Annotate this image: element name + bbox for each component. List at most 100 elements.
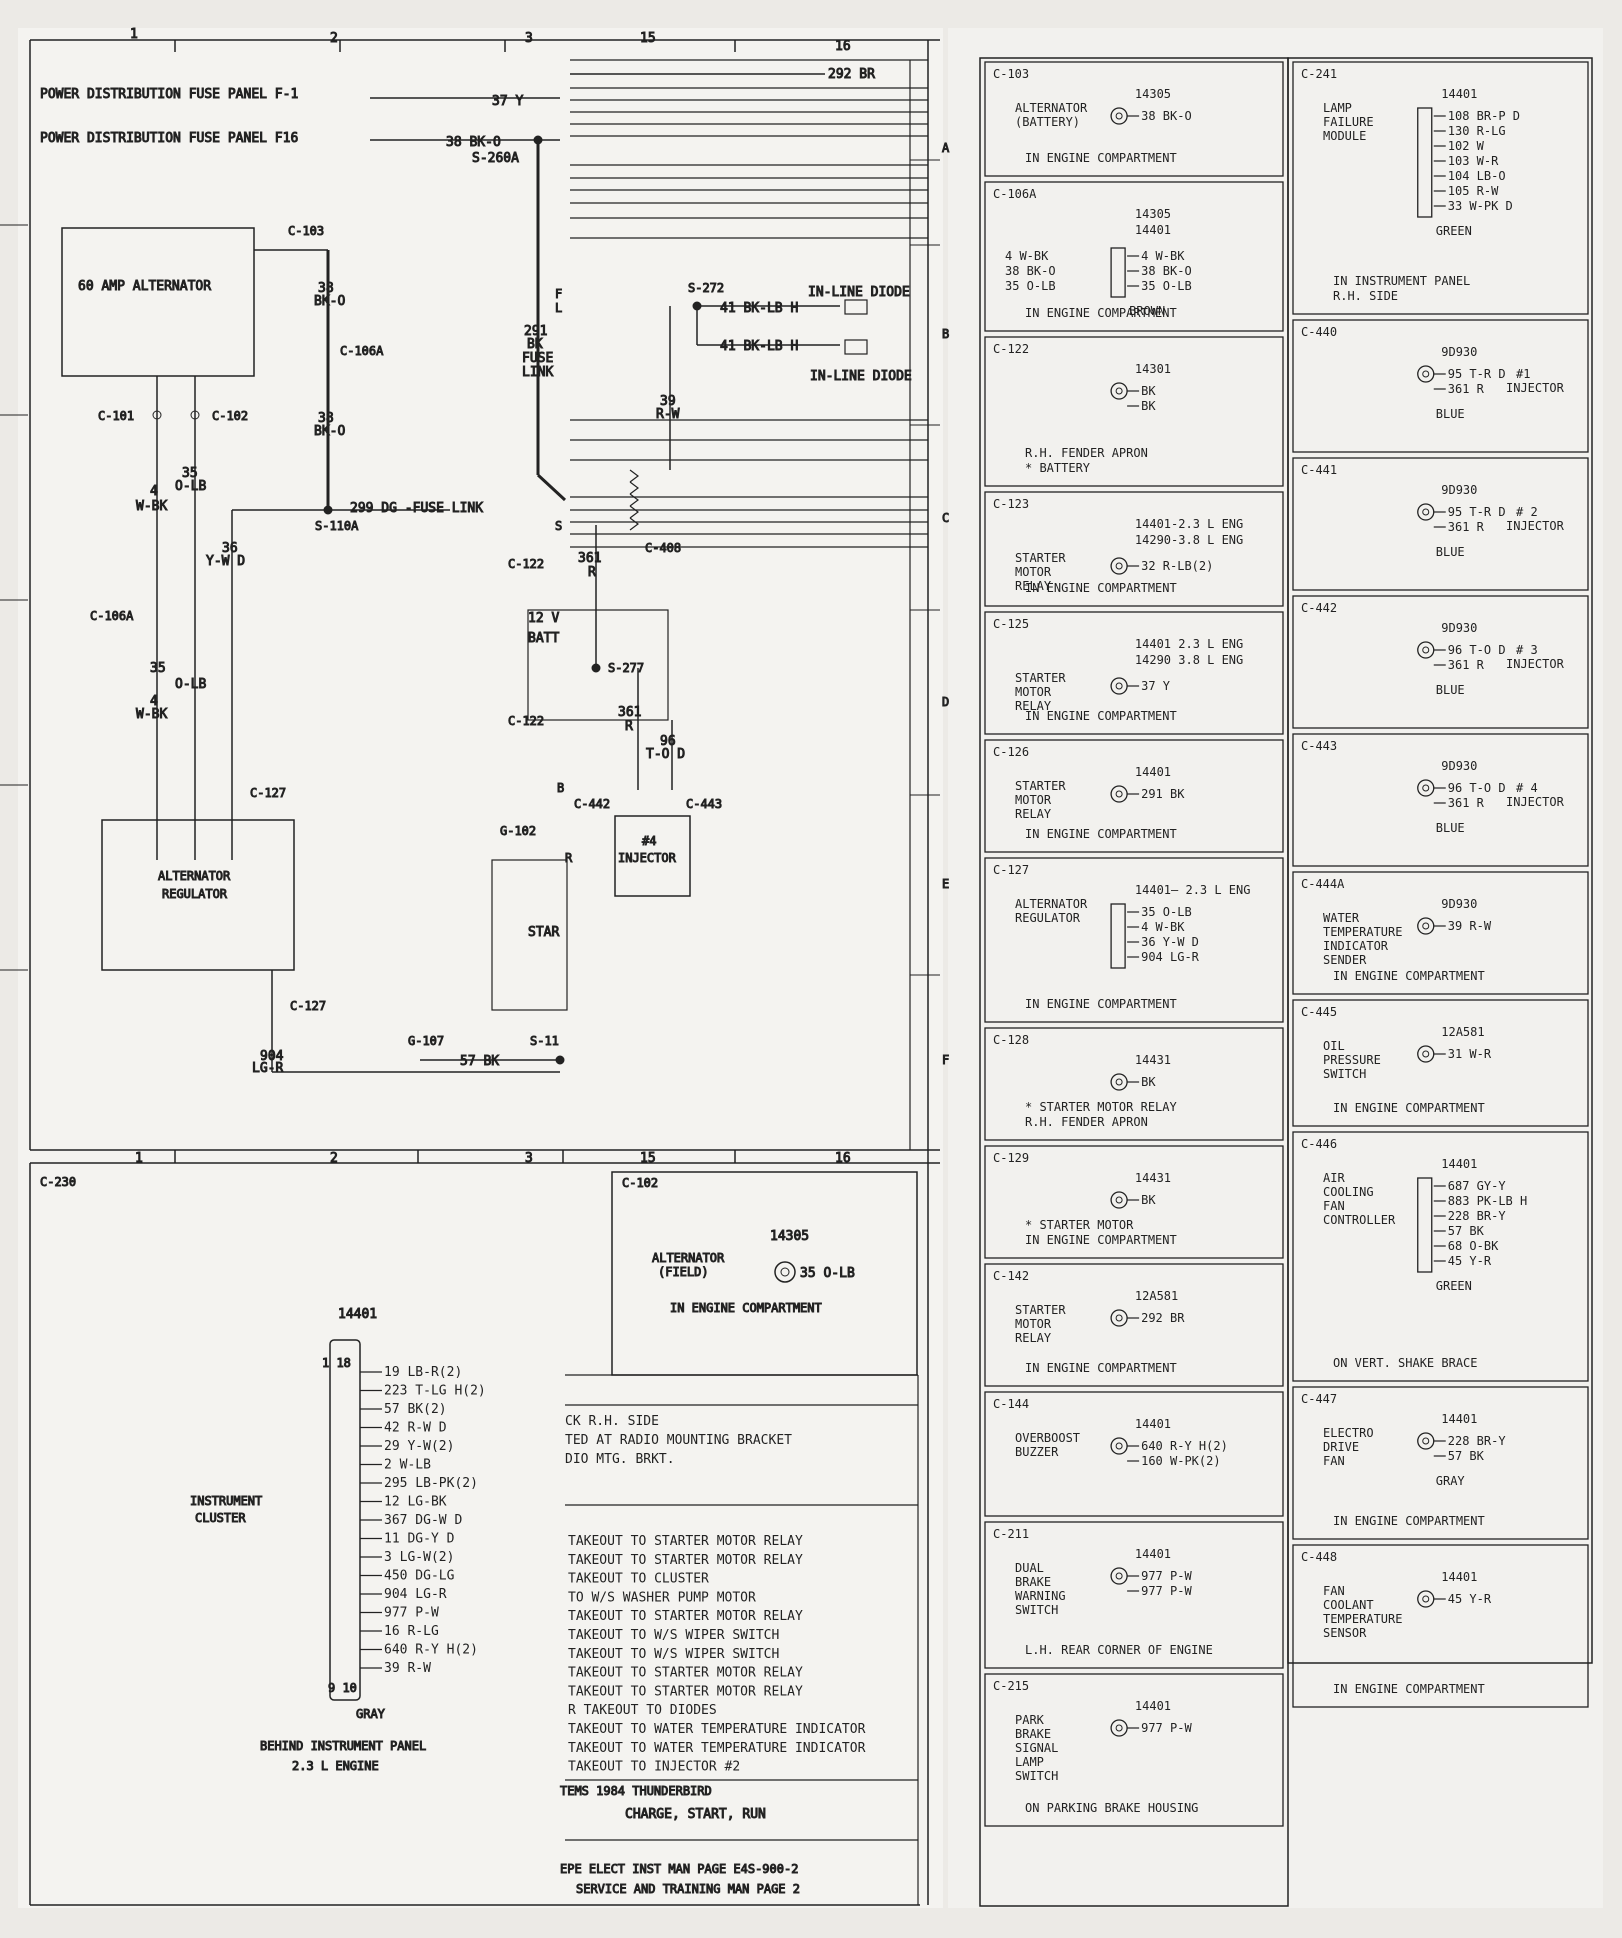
wire-291-2: BK — [527, 337, 543, 352]
connector-symbol — [1417, 1177, 1446, 1273]
connector-id: C-106A — [993, 187, 1037, 201]
starter-label: STAR — [528, 925, 559, 940]
wire-96-color: T-O D — [646, 747, 685, 762]
connector-wire-0: 45 Y-R — [1448, 1592, 1492, 1606]
mid-column-frame — [979, 57, 1289, 1907]
wire-38a: 38 — [318, 281, 334, 296]
connector-wire-0: 291 BK — [1141, 787, 1185, 801]
wire-292-label: 292 BR — [828, 67, 875, 82]
connector-name-line: MODULE — [1323, 129, 1366, 143]
wire-39: 39 — [660, 394, 676, 409]
connector-symbol — [1417, 365, 1446, 390]
c230-wire-13: 977 P-W — [384, 1606, 439, 1621]
note1-line-2: DIO MTG. BRKT. — [565, 1452, 675, 1467]
diode-1-symbol — [844, 299, 868, 315]
connector-name-line: OVERBOOST — [1015, 1431, 1080, 1445]
connector-wire-1: 4 W-BK — [1141, 920, 1185, 934]
note2-line-7: TAKEOUT TO STARTER MOTOR RELAY — [568, 1666, 803, 1681]
wire-35c: 35 — [150, 661, 166, 676]
wire-291-1: 291 — [524, 324, 547, 339]
wire-35-color: O-LB — [175, 479, 206, 494]
alternator-box — [61, 227, 255, 377]
connector-wire-0: 35 O-LB — [1141, 905, 1192, 919]
c127b-label: C-127 — [290, 999, 326, 1013]
note2-line-10: TAKEOUT TO WATER TEMPERATURE INDICATOR — [568, 1722, 866, 1737]
connector-wire-1: 977 P-W — [1141, 1584, 1192, 1598]
connector-id: C-443 — [1301, 739, 1337, 753]
connector-name-line: PRESSURE — [1323, 1053, 1381, 1067]
connector-wire-0: BK — [1141, 1075, 1156, 1089]
c230-wire-3: 42 R-W D — [384, 1421, 447, 1436]
diode-2-label: IN-LINE DIODE — [810, 369, 912, 384]
connector-name-line: (BATTERY) — [1015, 115, 1080, 129]
note2-line-2: TAKEOUT TO CLUSTER — [568, 1572, 709, 1587]
connector-color: BLUE — [1436, 407, 1465, 421]
note2-line-4: TAKEOUT TO STARTER MOTOR RELAY — [568, 1609, 803, 1624]
connector-color: BROWN — [1129, 304, 1165, 318]
connector-location-0: IN ENGINE COMPARTMENT — [1025, 1361, 1177, 1375]
connector-wire-1: 130 R-LG — [1448, 124, 1506, 138]
splice-s260a: S-260A — [472, 151, 519, 166]
connector-id: C-446 — [1301, 1137, 1337, 1151]
diode-2-symbol — [844, 339, 868, 355]
connector-wire-0: 32 R-LB(2) — [1141, 559, 1213, 573]
c230-location-2: 2.3 L ENGINE — [292, 1759, 379, 1773]
c230-label-2: CLUSTER — [195, 1511, 246, 1525]
connector-color: BLUE — [1436, 683, 1465, 697]
c230-wire-16: 39 R-W — [384, 1661, 431, 1676]
connector-location-0: * STARTER MOTOR RELAY — [1025, 1100, 1177, 1114]
c230-label-1: INSTRUMENT — [190, 1494, 262, 1508]
connector-id: C-123 — [993, 497, 1029, 511]
connector-color: BLUE — [1436, 545, 1465, 559]
c230-wire-8: 367 DG-W D — [384, 1513, 462, 1528]
connector-location-0: R.H. FENDER APRON — [1025, 446, 1148, 460]
connector-part: 14431 — [1135, 1171, 1171, 1185]
note1-line-0: CK R.H. SIDE — [565, 1414, 659, 1429]
connector-symbol — [1110, 1073, 1140, 1091]
connector-wire-5: 105 R-W — [1448, 184, 1499, 198]
wire-904: 904 — [260, 1049, 284, 1064]
c230-wire-12: 904 LG-R — [384, 1587, 447, 1602]
c443-label: C-443 — [686, 797, 722, 811]
wire-361b: 361 — [618, 705, 641, 720]
c230-wire-list: 19 LB-R(2)223 T-LG H(2)57 BK(2)42 R-W D2… — [360, 1365, 486, 1676]
connector-name-line: ELECTRO — [1323, 1426, 1374, 1440]
connector-id: C-128 — [993, 1033, 1029, 1047]
connector-name-line: STARTER — [1015, 779, 1066, 793]
wire-291-4: LINK — [522, 365, 553, 380]
connector-name-line: BRAKE — [1015, 1727, 1051, 1741]
c230-wire-0: 19 LB-R(2) — [384, 1365, 462, 1380]
c230-wire-9: 11 DG-Y D — [384, 1532, 455, 1547]
connector-part: 14401— 2.3 L ENG — [1135, 883, 1251, 897]
connector-part: 14431 — [1135, 1053, 1171, 1067]
connector-name-line: DUAL — [1015, 1561, 1044, 1575]
connector-part: 9D930 — [1441, 621, 1477, 635]
splice-s11: S-11 — [530, 1034, 559, 1048]
connector-wire-0: 292 BR — [1141, 1311, 1185, 1325]
row-marker-a: A — [942, 141, 950, 155]
connector-name-line: RELAY — [1015, 579, 1052, 593]
connector-part: 14305 — [1135, 207, 1171, 221]
connector-symbol — [1110, 1191, 1140, 1209]
ruler-top-1: 1 — [130, 27, 138, 42]
c230-wire-4: 29 Y-W(2) — [384, 1439, 454, 1454]
connector-location-1: * BATTERY — [1025, 461, 1091, 475]
connector-wire-0: 687 GY-Y — [1448, 1179, 1507, 1193]
connector-id: C-126 — [993, 745, 1029, 759]
connector-name-line: RELAY — [1015, 699, 1052, 713]
note2-line-3: TO W/S WASHER PUMP MOTOR — [568, 1590, 756, 1605]
connector-symbol — [1417, 1432, 1446, 1457]
connector-location-0: IN ENGINE COMPARTMENT — [1025, 709, 1177, 723]
connector-part: 14305 — [1135, 87, 1171, 101]
c102-label: C-102 — [212, 409, 248, 423]
note2-line-11: TAKEOUT TO WATER TEMPERATURE INDICATOR — [568, 1741, 866, 1756]
diode-1-label: IN-LINE DIODE — [808, 285, 910, 300]
